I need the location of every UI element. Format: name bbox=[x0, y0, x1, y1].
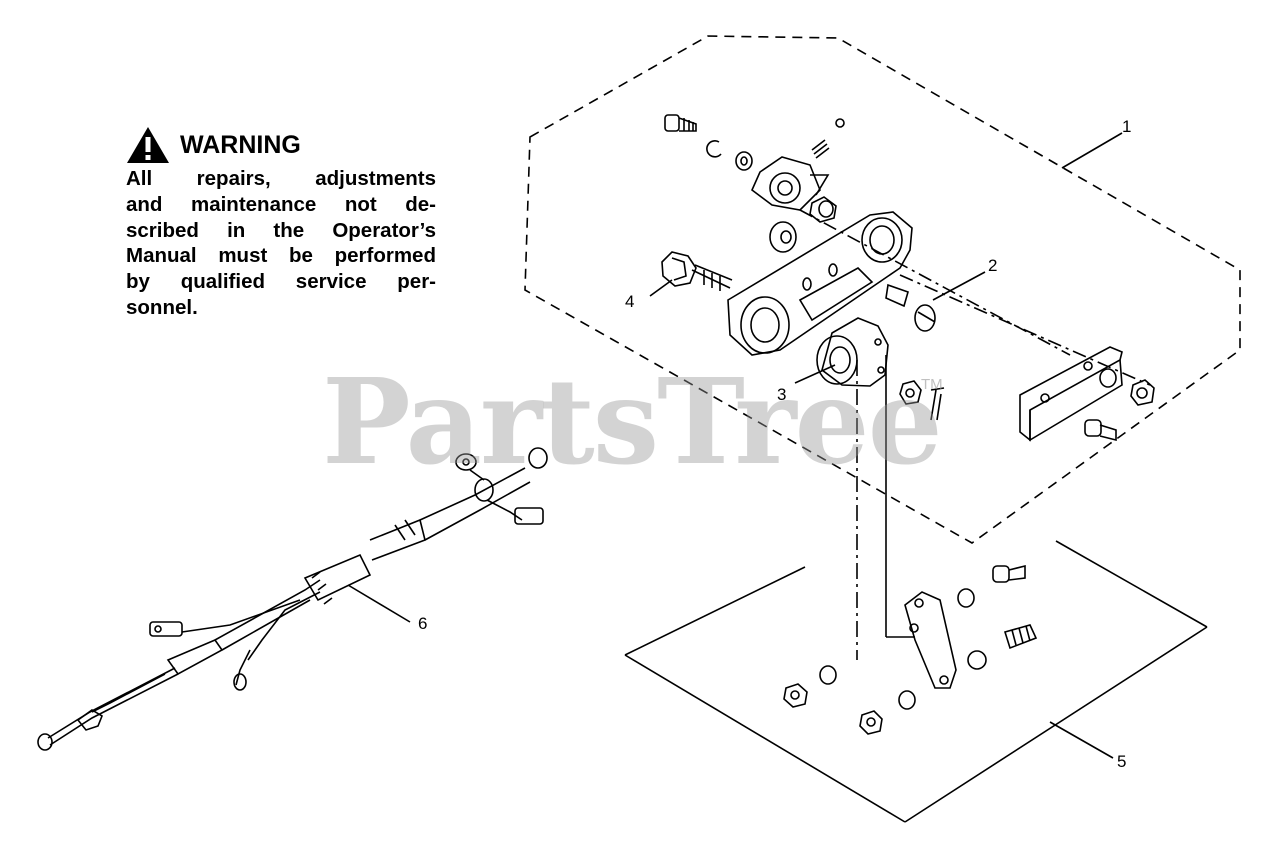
snap-ring bbox=[706, 140, 722, 158]
warning-triangle-icon bbox=[127, 127, 169, 163]
callout-3: 3 bbox=[777, 385, 787, 404]
warning-heading: WARNING bbox=[180, 130, 301, 159]
washer-mid bbox=[769, 221, 797, 253]
control-bracket bbox=[727, 211, 913, 356]
washer-top bbox=[735, 151, 753, 171]
bolt-lower-1 bbox=[992, 564, 1026, 583]
washer-lower-3 bbox=[819, 665, 837, 685]
cotter-pin bbox=[930, 387, 945, 421]
lever-3 bbox=[816, 317, 889, 387]
spacer bbox=[809, 196, 837, 223]
washer-lower-4 bbox=[898, 690, 916, 710]
nut-lower-2 bbox=[859, 710, 883, 735]
screw-top bbox=[664, 114, 697, 132]
spring bbox=[811, 139, 830, 159]
callout-1: 1 bbox=[1122, 117, 1132, 136]
bolt-right bbox=[1084, 419, 1117, 442]
nut-right bbox=[1130, 379, 1155, 406]
callout-5: 5 bbox=[1117, 752, 1127, 771]
wiring-harness-cable bbox=[37, 447, 548, 751]
callout-2: 2 bbox=[988, 256, 998, 275]
watermark-logo: PartsTree bbox=[322, 352, 943, 491]
callout-6: 6 bbox=[418, 614, 428, 633]
control-body bbox=[751, 156, 830, 211]
warning-notice: WARNING All repairs, adjustments and mai… bbox=[126, 124, 436, 321]
bolt-2 bbox=[885, 283, 936, 332]
washer-lower-1 bbox=[957, 588, 975, 608]
assembly-5-boundary bbox=[624, 540, 1208, 823]
assembly-1-boundary bbox=[524, 35, 1241, 544]
callout-4: 4 bbox=[625, 292, 635, 311]
warning-heading-row: WARNING bbox=[126, 124, 436, 166]
mounting-plate bbox=[1019, 346, 1123, 442]
watermark-trademark: TM bbox=[921, 376, 943, 393]
washer-lower-2 bbox=[967, 650, 987, 670]
nut-3 bbox=[899, 380, 922, 405]
ball bbox=[835, 118, 845, 128]
lock-knob bbox=[661, 251, 733, 291]
bolt-lower-2 bbox=[1003, 624, 1038, 650]
nut-lower-1 bbox=[783, 683, 808, 708]
pivot-plate bbox=[904, 591, 957, 689]
warning-body-text: All repairs, adjustments and maintenance… bbox=[126, 167, 436, 319]
